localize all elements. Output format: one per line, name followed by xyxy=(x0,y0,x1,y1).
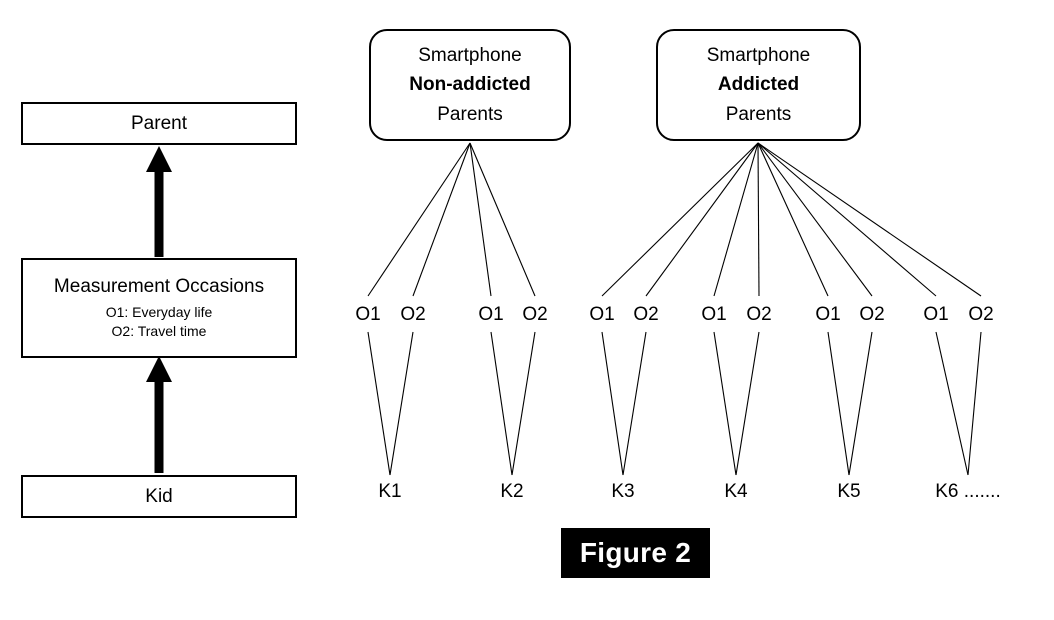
occasion-label-k2-o2: O2 xyxy=(522,304,548,325)
occasion-label-k6-o2: O2 xyxy=(968,304,994,325)
kid-label-k6: K6 ....... xyxy=(935,481,1001,502)
edge-o1-to-k2 xyxy=(490,331,513,476)
occasion-label-k2-o1: O1 xyxy=(478,304,504,325)
occasion-label-k3-o1: O1 xyxy=(589,304,615,325)
kid-level-box: Kid xyxy=(21,475,297,518)
group-addicted-line2: Addicted xyxy=(717,74,800,96)
figure-caption-badge: Figure 2 xyxy=(561,528,710,578)
parent-level-label: Parent xyxy=(131,112,187,134)
occasion-label-k5-o1: O1 xyxy=(815,304,841,325)
edge-addicted-to-k3-o2 xyxy=(645,142,759,297)
occasion-label-k6-o1: O1 xyxy=(923,304,949,325)
occasion-label-k4-o2: O2 xyxy=(746,304,772,325)
measurement-occasions-title: Measurement Occasions xyxy=(53,276,265,298)
edge-o2-to-k5 xyxy=(848,331,873,476)
edge-o2-to-k6 xyxy=(967,331,982,476)
edge-o1-to-k5 xyxy=(827,331,850,476)
edge-addicted-to-k5-o1 xyxy=(757,142,829,297)
kid-label-k5: K5 xyxy=(837,481,861,502)
edge-addicted-to-k4-o2 xyxy=(757,142,760,297)
edge-non-addicted-to-k2-o2 xyxy=(469,142,536,297)
edge-addicted-to-k3-o1 xyxy=(601,142,759,297)
kid-label-k3: K3 xyxy=(611,481,635,502)
edge-o2-to-k1 xyxy=(389,331,414,476)
edge-addicted-to-k6-o2 xyxy=(757,142,982,297)
kid-label-k2: K2 xyxy=(500,481,524,502)
edge-non-addicted-to-k1-o1 xyxy=(367,142,471,297)
kid-label-k4: K4 xyxy=(724,481,748,502)
measurement-occasion-o2-description: O2: Travel time xyxy=(111,322,207,339)
edge-o1-to-k3 xyxy=(601,331,624,476)
occasion-label-k1-o2: O2 xyxy=(400,304,426,325)
measurement-occasions-box: Measurement Occasions O1: Everyday life … xyxy=(21,258,297,358)
kid-to-measurement-arrow-icon xyxy=(146,356,172,473)
group-addicted-line3: Parents xyxy=(725,103,792,125)
edge-o2-to-k3 xyxy=(622,331,647,476)
edge-non-addicted-to-k2-o1 xyxy=(469,142,492,297)
group-box-addicted-parents: Smartphone Addicted Parents xyxy=(656,29,861,141)
group-box-non-addicted-parents: Smartphone Non-addicted Parents xyxy=(369,29,571,141)
kid-level-label: Kid xyxy=(145,485,173,507)
edge-addicted-to-k4-o1 xyxy=(713,142,759,297)
occasion-label-k1-o1: O1 xyxy=(355,304,381,325)
edge-o2-to-k4 xyxy=(735,331,760,476)
parent-level-box: Parent xyxy=(21,102,297,145)
group-non-addicted-line2: Non-addicted xyxy=(409,74,531,96)
group-non-addicted-line3: Parents xyxy=(437,103,503,125)
group-addicted-line1: Smartphone xyxy=(706,44,811,66)
edge-o2-to-k2 xyxy=(511,331,536,476)
occasion-label-k3-o2: O2 xyxy=(633,304,659,325)
kid-label-k1: K1 xyxy=(378,481,402,502)
occasion-label-k4-o1: O1 xyxy=(701,304,727,325)
edge-o1-to-k4 xyxy=(713,331,737,476)
edge-non-addicted-to-k1-o2 xyxy=(412,142,471,297)
edge-addicted-to-k5-o2 xyxy=(757,142,873,297)
edge-o1-to-k1 xyxy=(367,331,391,476)
measurement-to-parent-arrow-icon xyxy=(146,146,172,257)
occasion-label-k5-o2: O2 xyxy=(859,304,885,325)
edge-addicted-to-k6-o1 xyxy=(757,142,937,297)
edge-o1-to-k6 xyxy=(935,331,969,476)
group-non-addicted-line1: Smartphone xyxy=(418,44,522,66)
measurement-occasion-o1-description: O1: Everyday life xyxy=(105,303,213,320)
